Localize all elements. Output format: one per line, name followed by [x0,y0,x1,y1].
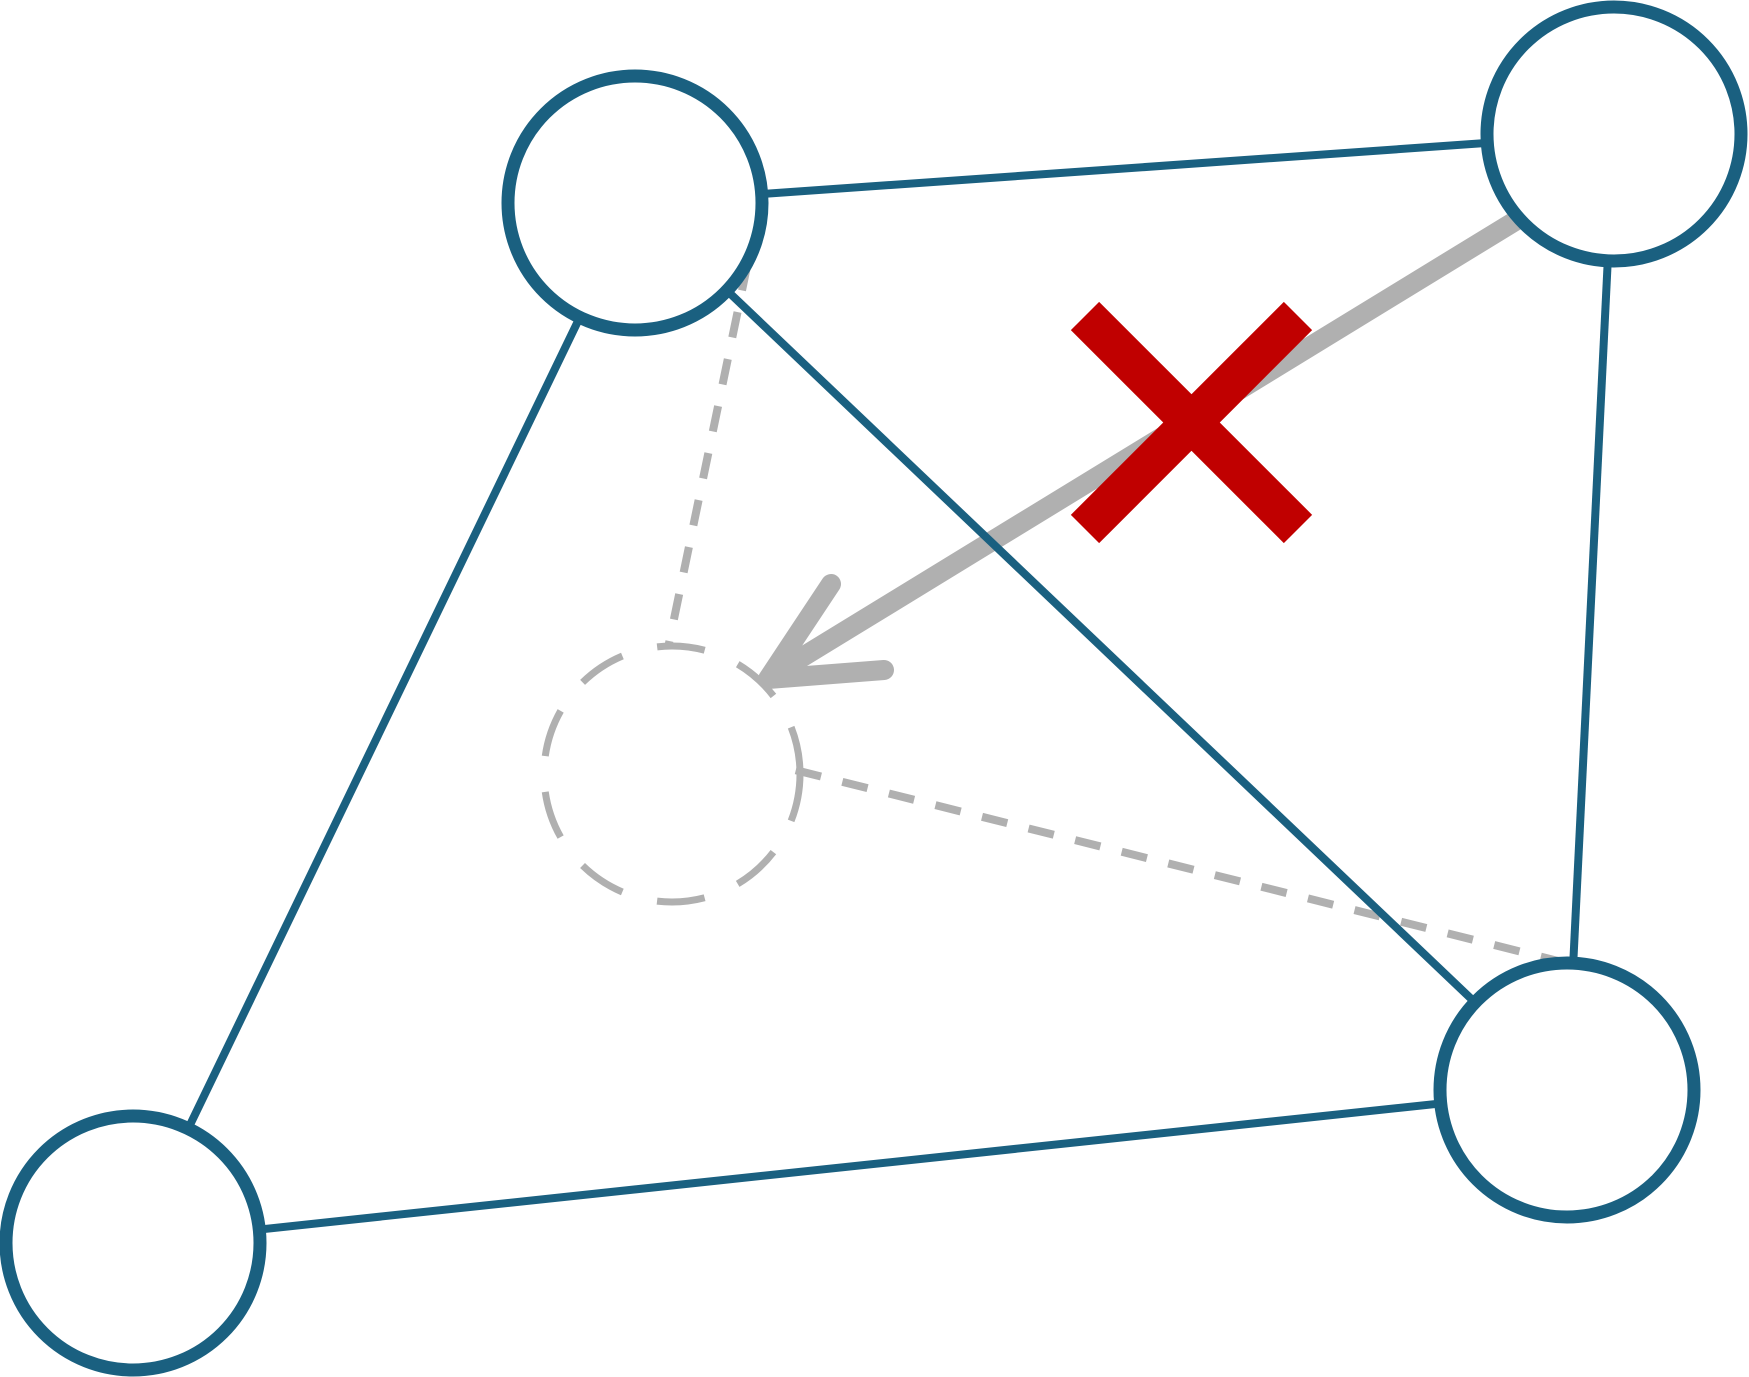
node-top-middle [501,69,769,337]
edge-bottom-left-bottom-right [132,1086,1568,1247]
node-bottom-left [0,1109,267,1377]
edge-top-right-bottom-right [1563,133,1618,1091]
ghost-edges [664,217,1567,967]
graph-edges [129,130,1618,1247]
arrow-icon [758,574,894,689]
ghost-edge-bottom-right [794,766,1567,967]
edge-bottom-left-top-middle [129,201,639,1245]
cross-bar-2 [1070,301,1313,544]
ghost-node [540,642,804,906]
edge-top-middle-top-right [634,130,1615,207]
ghost-edge-top-middle [664,217,761,649]
edge-top-middle-bottom-right [632,200,1570,1093]
node-top-right [1480,0,1748,268]
node-bottom-right [1433,956,1701,1224]
cross-icon [1070,301,1313,544]
